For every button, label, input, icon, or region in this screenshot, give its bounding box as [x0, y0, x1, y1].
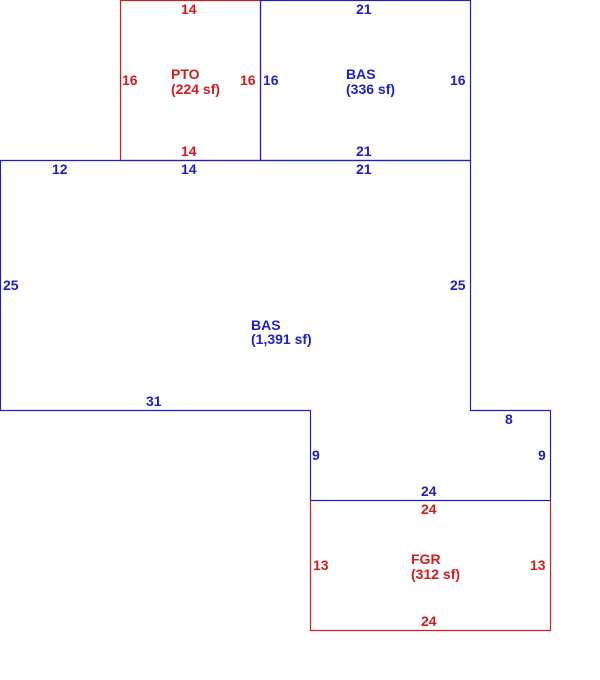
main-dim-right: 25 — [450, 277, 466, 293]
main-dim-top-right: 21 — [356, 161, 372, 177]
main-dim-top-mid: 14 — [181, 161, 197, 177]
bas-top-dim-bottom: 21 — [356, 143, 372, 159]
main-dim-lower-left: 9 — [312, 447, 320, 463]
bas-top-dim-left: 16 — [263, 72, 279, 88]
pto-dim-top: 14 — [181, 1, 197, 17]
pto-area: (224 sf) — [171, 81, 220, 97]
main-dim-step-right: 8 — [505, 411, 513, 427]
fgr-dim-top: 24 — [421, 501, 437, 517]
main-dim-bottom-left: 31 — [146, 393, 162, 409]
main-dim-lower-right: 9 — [538, 447, 546, 463]
fgr-dim-left: 13 — [313, 557, 329, 573]
bas-top-area: (336 sf) — [346, 81, 395, 97]
pto-dim-right: 16 — [240, 72, 256, 88]
bas-top-dim-top: 21 — [356, 1, 372, 17]
fgr-dim-bottom: 24 — [421, 613, 437, 629]
main-dim-bottom: 24 — [421, 483, 437, 499]
fgr-area: (312 sf) — [411, 566, 460, 582]
fgr-code: FGR — [411, 551, 441, 567]
bas-top-code: BAS — [346, 66, 376, 82]
bas-top-dim-right: 16 — [450, 72, 466, 88]
pto-dim-bottom: 14 — [181, 143, 197, 159]
fgr-outline — [309, 500, 552, 632]
pto-code: PTO — [171, 66, 200, 82]
bas-main-area: (1,391 sf) — [251, 331, 312, 347]
pto-dim-left: 16 — [122, 72, 138, 88]
bas-main-code: BAS — [251, 317, 281, 333]
main-dim-top-left: 12 — [52, 161, 68, 177]
main-dim-left: 25 — [3, 277, 19, 293]
fgr-dim-right: 13 — [530, 557, 546, 573]
